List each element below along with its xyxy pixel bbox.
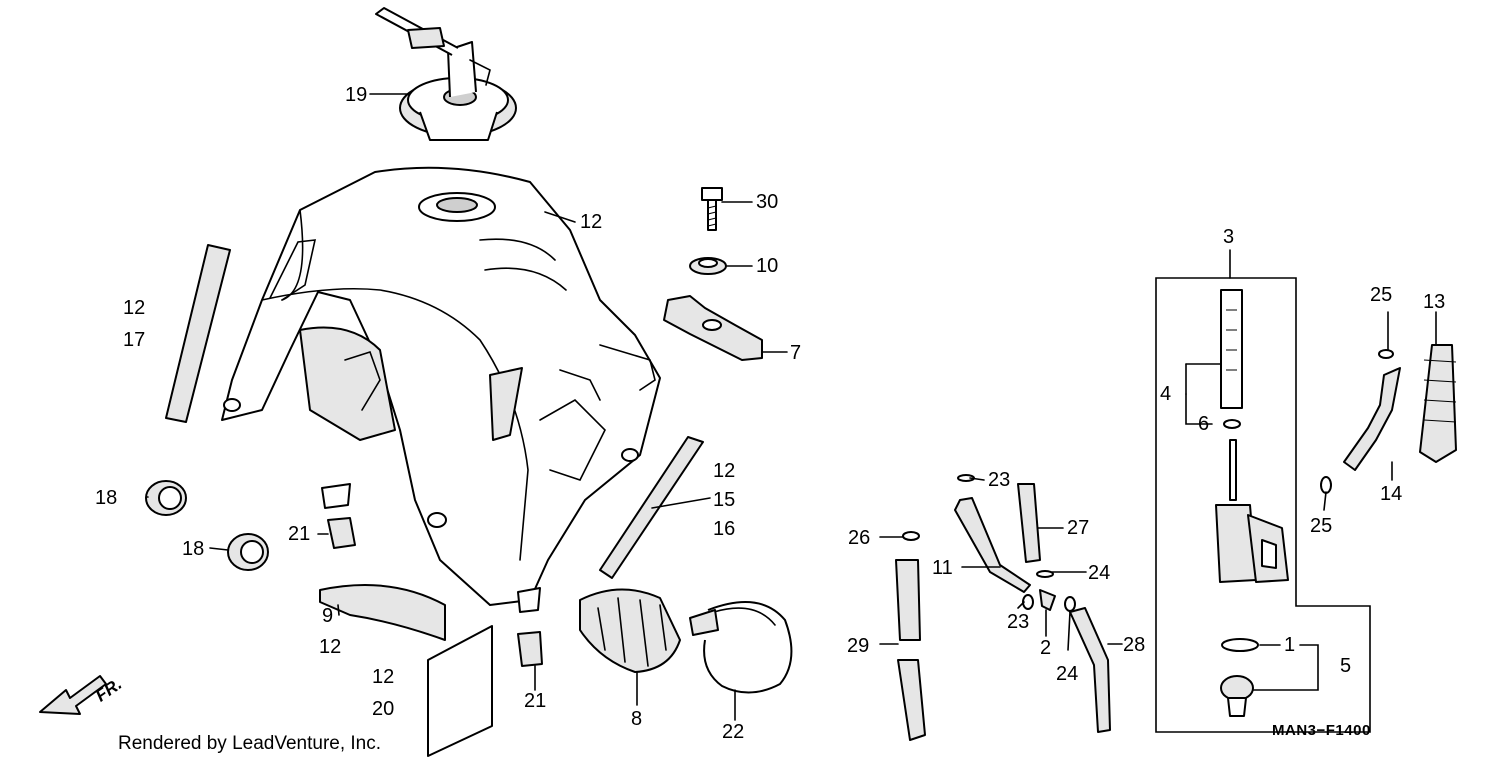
label-part-14: 14 (1380, 483, 1403, 505)
front-direction-arrow-icon (39, 675, 107, 715)
label-part-2: 2 (1040, 637, 1052, 659)
mounting-band (579, 588, 681, 673)
grommet-upper (145, 480, 187, 516)
breather-tubes (954, 474, 1111, 733)
label-part-12-label: 12 (372, 666, 395, 688)
clip-upper (327, 517, 356, 549)
label-part-30: 30 (756, 191, 779, 213)
render-credit: Rendered by LeadVenture, Inc. (118, 733, 382, 754)
drain-tube-long (895, 531, 926, 741)
rubber-bracket (663, 295, 763, 361)
label-part-13: 13 (1423, 291, 1446, 313)
grommet-lower (227, 533, 269, 571)
label-part-27: 27 (1067, 517, 1090, 539)
fuel-cap-with-key (375, 7, 517, 141)
fuel-tank (221, 166, 661, 613)
foam-strip-left (165, 244, 231, 423)
label-part-21-upper: 21 (288, 523, 311, 545)
label-part-4: 4 (1160, 383, 1172, 405)
label-part-5: 5 (1340, 655, 1352, 677)
label-part-12-strip-left: 12 (123, 297, 146, 319)
label-part-19: 19 (345, 84, 368, 106)
heat-guard-sheet (319, 584, 446, 641)
label-part-23-upper: 23 (988, 469, 1011, 491)
label-part-18-upper: 18 (95, 487, 118, 509)
label-part-16: 16 (713, 518, 736, 540)
label-part-10: 10 (756, 255, 779, 277)
clip-lower (517, 631, 543, 667)
label-part-15: 15 (713, 489, 736, 511)
label-part-12-tank: 12 (580, 211, 603, 233)
label-part-12-guard: 12 (319, 636, 342, 658)
label-part-9: 9 (322, 605, 334, 627)
label-part-24-lower: 24 (1056, 663, 1079, 685)
caution-label (427, 625, 493, 757)
label-part-7: 7 (790, 342, 802, 364)
label-part-25-lower: 25 (1310, 515, 1333, 537)
label-part-25-upper: 25 (1370, 284, 1393, 306)
label-part-3: 3 (1223, 226, 1235, 248)
label-part-24-upper: 24 (1088, 562, 1111, 584)
label-part-29: 29 (847, 635, 870, 657)
label-part-17: 17 (123, 329, 146, 351)
label-part-21-lower: 21 (524, 690, 547, 712)
label-part-28: 28 (1123, 634, 1146, 656)
label-part-23-lower: 23 (1007, 611, 1030, 633)
label-part-20: 20 (372, 698, 395, 720)
label-part-12-strip-right: 12 (713, 460, 736, 482)
label-part-11: 11 (932, 557, 953, 579)
collar (689, 257, 727, 275)
label-part-26: 26 (848, 527, 871, 549)
label-part-8: 8 (631, 708, 643, 730)
fuel-valve-assembly (1155, 277, 1371, 733)
fuel-hose (1320, 344, 1457, 494)
label-part-1: 1 (1284, 634, 1296, 656)
diagram-code: MAN3−F1400 (1272, 722, 1371, 739)
band-strap (689, 601, 793, 694)
leader-lines (145, 93, 1437, 721)
label-part-18-lower: 18 (182, 538, 205, 560)
bolt (701, 187, 723, 231)
label-part-6: 6 (1198, 413, 1210, 435)
label-part-22: 22 (722, 721, 745, 743)
